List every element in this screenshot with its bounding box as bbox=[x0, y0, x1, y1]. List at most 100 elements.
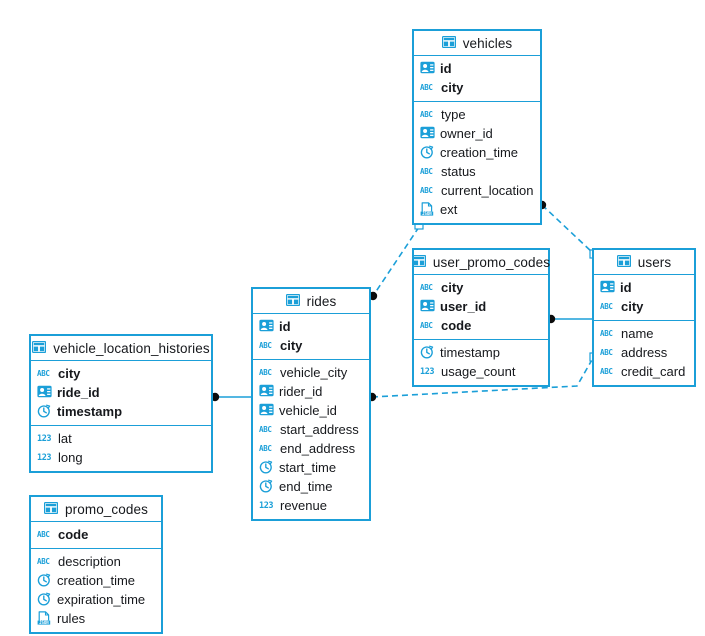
column-row-owner_id[interactable]: owner_id bbox=[414, 124, 540, 143]
type-icon-timestamp bbox=[420, 145, 435, 160]
type-icon-string: ABC bbox=[37, 557, 50, 566]
type-icon-uuid bbox=[37, 385, 52, 400]
column-row-vehicle_id[interactable]: vehicle_id bbox=[253, 401, 369, 420]
type-icon-uuid bbox=[259, 384, 274, 399]
column-name: revenue bbox=[280, 498, 327, 513]
column-row-description[interactable]: ABC description bbox=[31, 552, 161, 571]
relationship-vehicle_location_histories-rides[interactable] bbox=[210, 392, 251, 402]
type-icon-string: ABC bbox=[259, 425, 272, 434]
table-header-vehicle_location_histories[interactable]: vehicle_location_histories bbox=[31, 336, 211, 361]
type-icon-json: JSON bbox=[37, 611, 52, 626]
table-header-users[interactable]: users bbox=[594, 250, 694, 275]
column-row-current_location[interactable]: ABC current_location bbox=[414, 181, 540, 200]
column-row-expiration_time[interactable]: expiration_time bbox=[31, 590, 161, 609]
columns-section: ABC description creation_time expiration_ti… bbox=[31, 549, 161, 632]
table-header-promo_codes[interactable]: promo_codes bbox=[31, 497, 161, 522]
column-name: owner_id bbox=[440, 126, 493, 141]
table-icon bbox=[44, 501, 59, 517]
column-name: creation_time bbox=[57, 573, 136, 588]
column-name: id bbox=[440, 61, 452, 76]
type-icon-string: ABC bbox=[600, 302, 613, 311]
column-row-id[interactable]: id bbox=[414, 59, 540, 78]
column-row-end_time[interactable]: end_time bbox=[253, 477, 369, 496]
column-row-rider_id[interactable]: rider_id bbox=[253, 382, 369, 401]
column-name: start_time bbox=[279, 460, 337, 475]
column-name: address bbox=[621, 345, 668, 360]
type-icon-number: 123 bbox=[420, 367, 435, 377]
column-row-creation_time[interactable]: creation_time bbox=[31, 571, 161, 590]
table-header-user_promo_codes[interactable]: user_promo_codes bbox=[411, 250, 550, 275]
table-header-rides[interactable]: rides bbox=[253, 289, 369, 314]
column-row-id[interactable]: id bbox=[253, 317, 369, 336]
column-name: name bbox=[621, 326, 654, 341]
table-title: vehicles bbox=[462, 35, 513, 51]
column-name: ext bbox=[440, 202, 458, 217]
column-row-user_id[interactable]: user_id bbox=[414, 297, 548, 316]
relationship-user_promo_codes-users[interactable] bbox=[546, 314, 592, 324]
column-name: description bbox=[58, 554, 121, 569]
table-icon bbox=[411, 254, 427, 270]
type-icon-timestamp bbox=[37, 592, 52, 607]
column-row-creation_time[interactable]: creation_time bbox=[414, 143, 540, 162]
column-name: vehicle_city bbox=[280, 365, 348, 380]
column-row-rules[interactable]: JSON rules bbox=[31, 609, 161, 628]
column-name: user_id bbox=[440, 299, 487, 314]
type-icon-uuid bbox=[420, 299, 435, 314]
column-row-ride_id[interactable]: ride_id bbox=[31, 383, 211, 402]
column-name: id bbox=[279, 319, 291, 334]
type-icon-string: ABC bbox=[259, 444, 272, 453]
type-icon-string: ABC bbox=[600, 367, 613, 376]
column-row-id[interactable]: id bbox=[594, 278, 694, 297]
column-row-timestamp[interactable]: timestamp bbox=[31, 402, 211, 421]
column-name: rules bbox=[57, 611, 86, 626]
column-row-name[interactable]: ABC name bbox=[594, 324, 694, 343]
column-name: current_location bbox=[441, 183, 534, 198]
column-name: expiration_time bbox=[57, 592, 146, 607]
column-name: status bbox=[441, 164, 476, 179]
column-row-timestamp[interactable]: timestamp bbox=[414, 343, 548, 362]
type-icon-timestamp bbox=[259, 479, 274, 494]
type-icon-string: ABC bbox=[420, 186, 433, 195]
column-name: lat bbox=[58, 431, 72, 446]
table-header-vehicles[interactable]: vehicles bbox=[414, 31, 540, 56]
column-row-usage_count[interactable]: 123 usage_count bbox=[414, 362, 548, 381]
table-icon bbox=[616, 254, 632, 270]
type-icon-string: ABC bbox=[259, 341, 272, 350]
type-icon-timestamp bbox=[37, 573, 52, 588]
table-title: rides bbox=[306, 293, 337, 309]
type-icon-string: ABC bbox=[420, 321, 433, 330]
column-row-vehicle_city[interactable]: ABC vehicle_city bbox=[253, 363, 369, 382]
column-name: usage_count bbox=[441, 364, 516, 379]
type-icon-string: ABC bbox=[259, 368, 272, 377]
table-title: users bbox=[637, 254, 672, 270]
type-icon-uuid bbox=[420, 126, 435, 141]
type-icon-string: ABC bbox=[600, 329, 613, 338]
column-row-start_time[interactable]: start_time bbox=[253, 458, 369, 477]
